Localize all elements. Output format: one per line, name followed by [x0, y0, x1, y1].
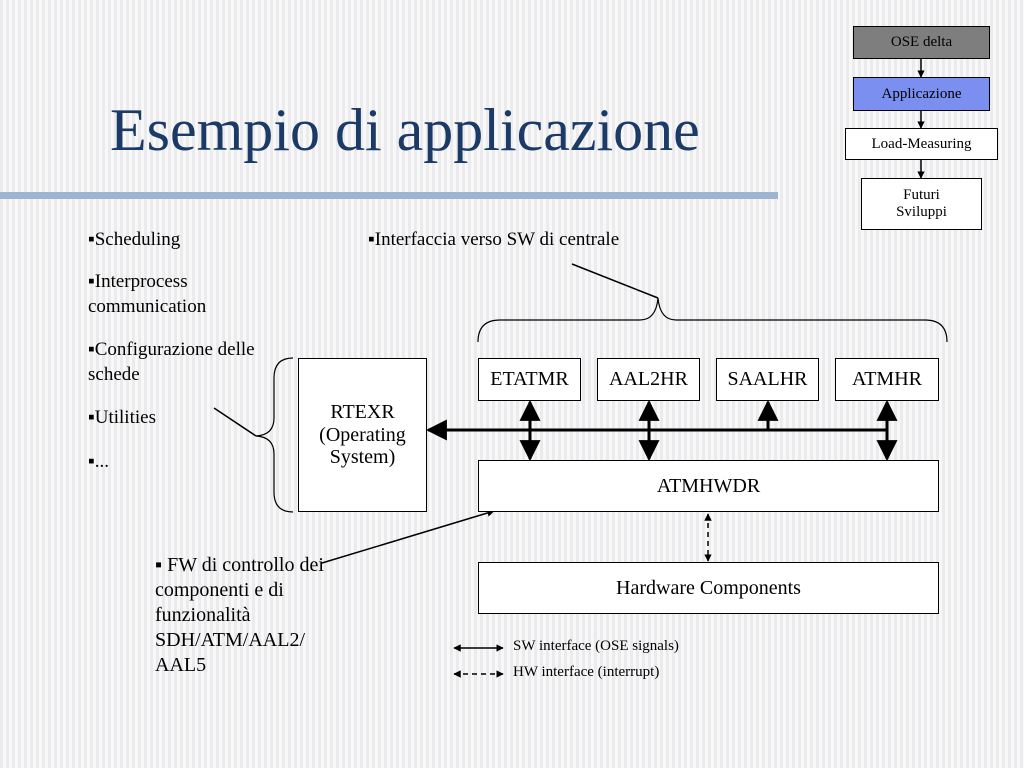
- list-item: ▪Utilities: [88, 407, 156, 428]
- interface-pointer: [571, 263, 659, 299]
- etatmr-box: ETATMR: [478, 358, 581, 401]
- atmhr-box: ATMHR: [835, 358, 939, 401]
- list-item: ▪Scheduling: [88, 229, 181, 250]
- nav-item-applicazione[interactable]: Applicazione: [853, 77, 990, 111]
- saalhr-box: SAALHR: [716, 358, 819, 401]
- legend-sw-label: SW interface (OSE signals): [513, 638, 679, 654]
- aal2hr-box: AAL2HR: [597, 358, 700, 401]
- list-item: ▪...: [88, 451, 109, 472]
- nav-item-load-measuring[interactable]: Load-Measuring: [845, 128, 998, 160]
- fw-pointer: [321, 509, 495, 564]
- title-underline: [0, 192, 778, 199]
- nav-item-ose-delta[interactable]: OSE delta: [853, 26, 990, 59]
- atmhwdr-box: ATMHWDR: [478, 460, 939, 512]
- nav-item-futuri-sviluppi[interactable]: Futuri Sviluppi: [861, 178, 982, 230]
- hardware-components-box: Hardware Components: [478, 562, 939, 614]
- rtexr-box: RTEXR (Operating System): [298, 358, 427, 512]
- top-brace: [477, 297, 948, 343]
- list-item: ▪Configurazione delle schede: [88, 339, 255, 385]
- utilities-pointer: [213, 407, 257, 437]
- left-brace: [255, 357, 294, 513]
- list-item: ▪Interprocess communication: [88, 271, 207, 317]
- fw-note: ▪ FW di controllo dei componenti e di fu…: [155, 554, 324, 676]
- page-title: Esempio di applicazione: [110, 97, 700, 163]
- legend-hw-label: HW interface (interrupt): [513, 664, 660, 680]
- interface-label: ▪Interfaccia verso SW di centrale: [368, 229, 620, 250]
